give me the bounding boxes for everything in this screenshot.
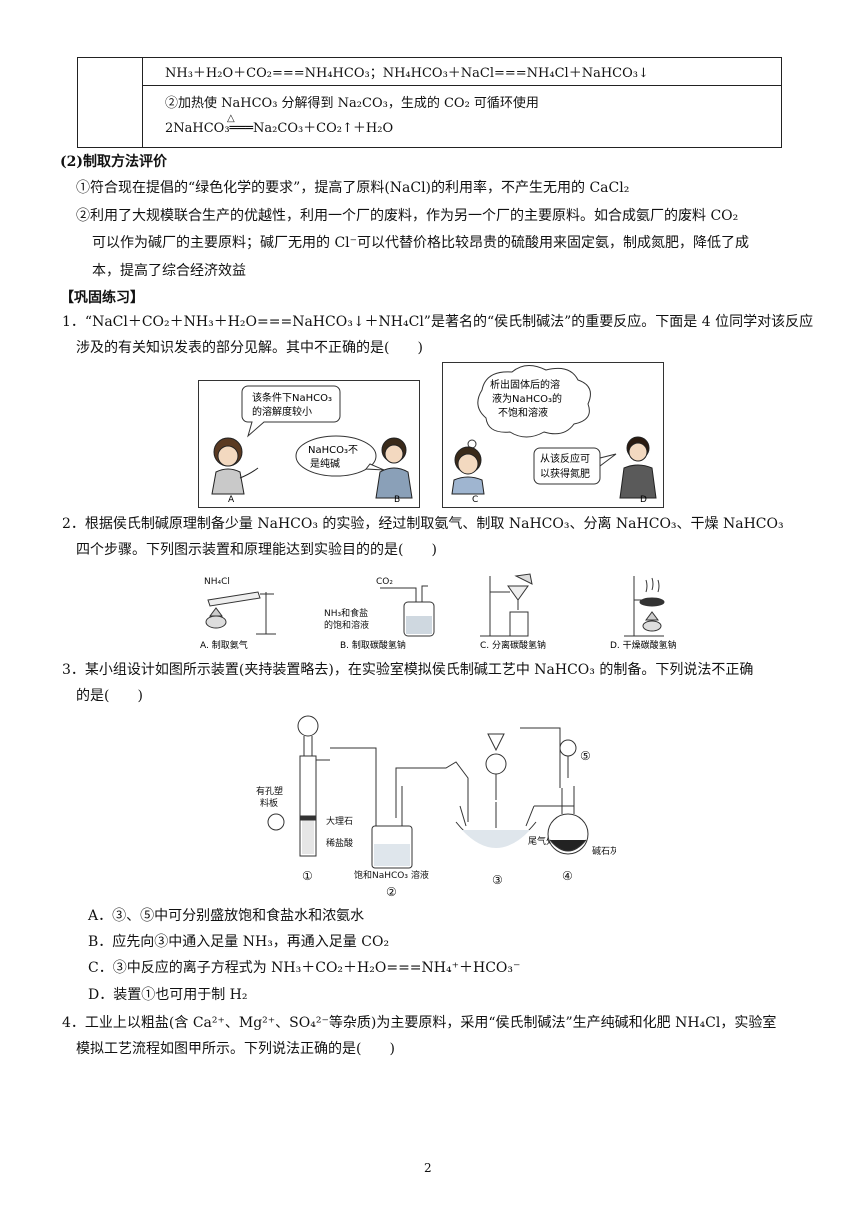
apparatus-c	[480, 573, 533, 637]
label-d: D	[640, 495, 647, 505]
label-lime: 碱石灰	[592, 845, 616, 857]
caption-a: A. 制取氨气	[200, 639, 248, 651]
q2-apparatus-figure: NH₄Cl CO₂ NH₃和食盐 的饱和溶液 A. 制取氨气 B. 制取碳酸氢钠…	[200, 573, 677, 651]
section-p2-line3: 本，提高了综合经济效益	[92, 263, 246, 279]
q2-line2: 四个步骤。下列图示装置和原理能达到实验目的的是( )	[76, 542, 437, 558]
bubble-a-text-1: 该条件下NaHCO₃	[252, 391, 332, 404]
label-solution: 饱和NaHCO₃ 溶液	[354, 869, 429, 881]
q2-line1: 2．根据侯氏制碱原理制备少量 NaHCO₃ 的实验，经过制取氨气、制取 NaHC…	[62, 516, 784, 532]
label-n1: ①	[302, 869, 313, 883]
bubble-c	[477, 365, 591, 438]
caption-b: B. 制取碳酸氢钠	[340, 639, 406, 651]
label-co2: CO₂	[376, 577, 393, 587]
q4-line2: 模拟工艺流程如图甲所示。下列说法正确的是( )	[76, 1041, 395, 1057]
table-row-1: NH₃＋H₂O＋CO₂===NH₄HCO₃；NH₄HCO₃＋NaCl===NH₄…	[142, 57, 782, 86]
practice-title: 【巩固练习】	[60, 290, 144, 306]
bubble-a-text-2: 的溶解度较小	[252, 405, 312, 418]
bubble-d-text-2: 以获得氮肥	[540, 467, 590, 480]
q3-option-c: C．③中反应的离子方程式为 NH₃＋CO₂＋H₂O===NH₄⁺＋HCO₃⁻	[88, 960, 521, 976]
q3-apparatus-figure: 有孔塑 料板 大理石 稀盐酸 ① 饱和NaHCO₃ 溶液 ② 尾气处理 ③	[256, 715, 616, 898]
table-row-2-equation: 2NaHCO₃═══Na₂CO₃＋CO₂↑＋H₂O	[165, 120, 394, 136]
section-p1: ①符合现在提倡的“绿色化学的要求”，提高了原料(NaCl)的利用率，不产生无用的…	[76, 180, 630, 196]
apparatus-d	[624, 576, 665, 637]
q1-line2: 涉及的有关知识发表的部分见解。其中不正确的是( )	[76, 340, 423, 356]
bubble-b	[295, 435, 377, 477]
label-b: B	[394, 495, 400, 505]
process-table: NH₃＋H₂O＋CO₂===NH₄HCO₃；NH₄HCO₃＋NaCl===NH₄…	[77, 57, 782, 148]
q3-option-d: D．装置①也可用于制 H₂	[88, 987, 248, 1003]
table-row-2: ②加热使 NaHCO₃ 分解得到 Na₂CO₃，生成的 CO₂ 可循环使用 △ …	[142, 85, 782, 148]
label-n5: ⑤	[580, 749, 591, 763]
label-b-sol-1: NH₃和食盐	[324, 607, 368, 619]
label-plate-1: 有孔塑	[256, 785, 283, 797]
section-p2-line1: ②利用了大规模联合生产的优越性，利用一个厂的废料，作为另一个厂的主要原料。如合成…	[76, 208, 739, 224]
label-marble: 大理石	[326, 815, 353, 827]
q1-line1: 1．“NaCl＋CO₂＋NH₃＋H₂O===NaHCO₃↓＋NH₄Cl”是著名的…	[62, 314, 814, 330]
label-acid: 稀盐酸	[326, 837, 353, 849]
device-2	[371, 761, 469, 869]
apparatus-a: NH₄Cl	[204, 577, 276, 635]
q1-figure-ab: 该条件下NaHCO₃ 的溶解度较小 NaHCO₃不 是纯碱 A B	[198, 380, 420, 508]
caption-c: C. 分离碳酸氢钠	[480, 639, 546, 651]
device-4	[547, 739, 589, 855]
q1-figure-cd: 析出固体后的溶 液为NaHCO₃的 不饱和溶液 从该反应可 以获得氮肥 C D	[442, 362, 664, 508]
label-n3: ③	[492, 873, 503, 887]
table-left-cell	[77, 57, 143, 148]
section-p2-line2: 可以作为碱厂的主要原料；碱厂无用的 Cl⁻可以代替价格比较昂贵的硫酸用来固定氨，…	[92, 235, 750, 251]
label-c: C	[472, 495, 478, 505]
device-1	[297, 715, 377, 857]
bubble-c-text-3: 不饱和溶液	[498, 406, 548, 419]
bubble-c-text-2: 液为NaHCO₃的	[492, 392, 562, 405]
device-3	[455, 727, 575, 848]
q3-option-b: B．应先向③中通入足量 NH₃，再通入足量 CO₂	[88, 934, 390, 950]
label-n2: ②	[386, 885, 397, 898]
bubble-d-text-1: 从该反应可	[540, 452, 590, 465]
label-plate-2: 料板	[260, 797, 278, 809]
student-d-figure	[619, 436, 657, 499]
bubble-b-text-2: 是纯碱	[310, 457, 340, 470]
q3-option-a: A．③、⑤中可分别盛放饱和食盐水和浓氨水	[88, 908, 365, 924]
label-a: A	[228, 495, 235, 505]
heat-symbol: △	[227, 112, 235, 124]
caption-d: D. 干燥碳酸氢钠	[610, 639, 677, 651]
q3-line2: 的是( )	[76, 688, 143, 704]
q4-line1: 4．工业上以粗盐(含 Ca²⁺、Mg²⁺、SO₄²⁻等杂质)为主要原料，采用“侯…	[62, 1015, 777, 1031]
table-row-2-text: ②加热使 NaHCO₃ 分解得到 Na₂CO₃，生成的 CO₂ 可循环使用	[165, 95, 539, 111]
table-row-2-equation-wrap: △ 2NaHCO₃═══Na₂CO₃＋CO₂↑＋H₂O	[165, 113, 781, 142]
label-nh4cl: NH₄Cl	[204, 577, 230, 587]
student-b-figure	[375, 437, 413, 499]
q3-line1: 3．某小组设计如图所示装置(夹持装置略去)，在实验室模拟侯氏制碱工艺中 NaHC…	[62, 662, 754, 678]
label-n4: ④	[562, 869, 573, 883]
student-c-figure	[451, 446, 485, 495]
bubble-a	[241, 385, 341, 438]
bubble-c-text-1: 析出固体后的溶	[490, 378, 560, 391]
section-title: (2)制取方法评价	[60, 154, 167, 170]
bubble-b-text-1: NaHCO₃不	[308, 445, 358, 456]
page-number: 2	[424, 1161, 432, 1175]
apparatus-b: CO₂ NH₃和食盐 的饱和溶液	[324, 577, 435, 637]
label-b-sol-2: 的饱和溶液	[324, 619, 369, 631]
student-a-figure	[211, 437, 259, 495]
plate-icon	[267, 813, 285, 831]
